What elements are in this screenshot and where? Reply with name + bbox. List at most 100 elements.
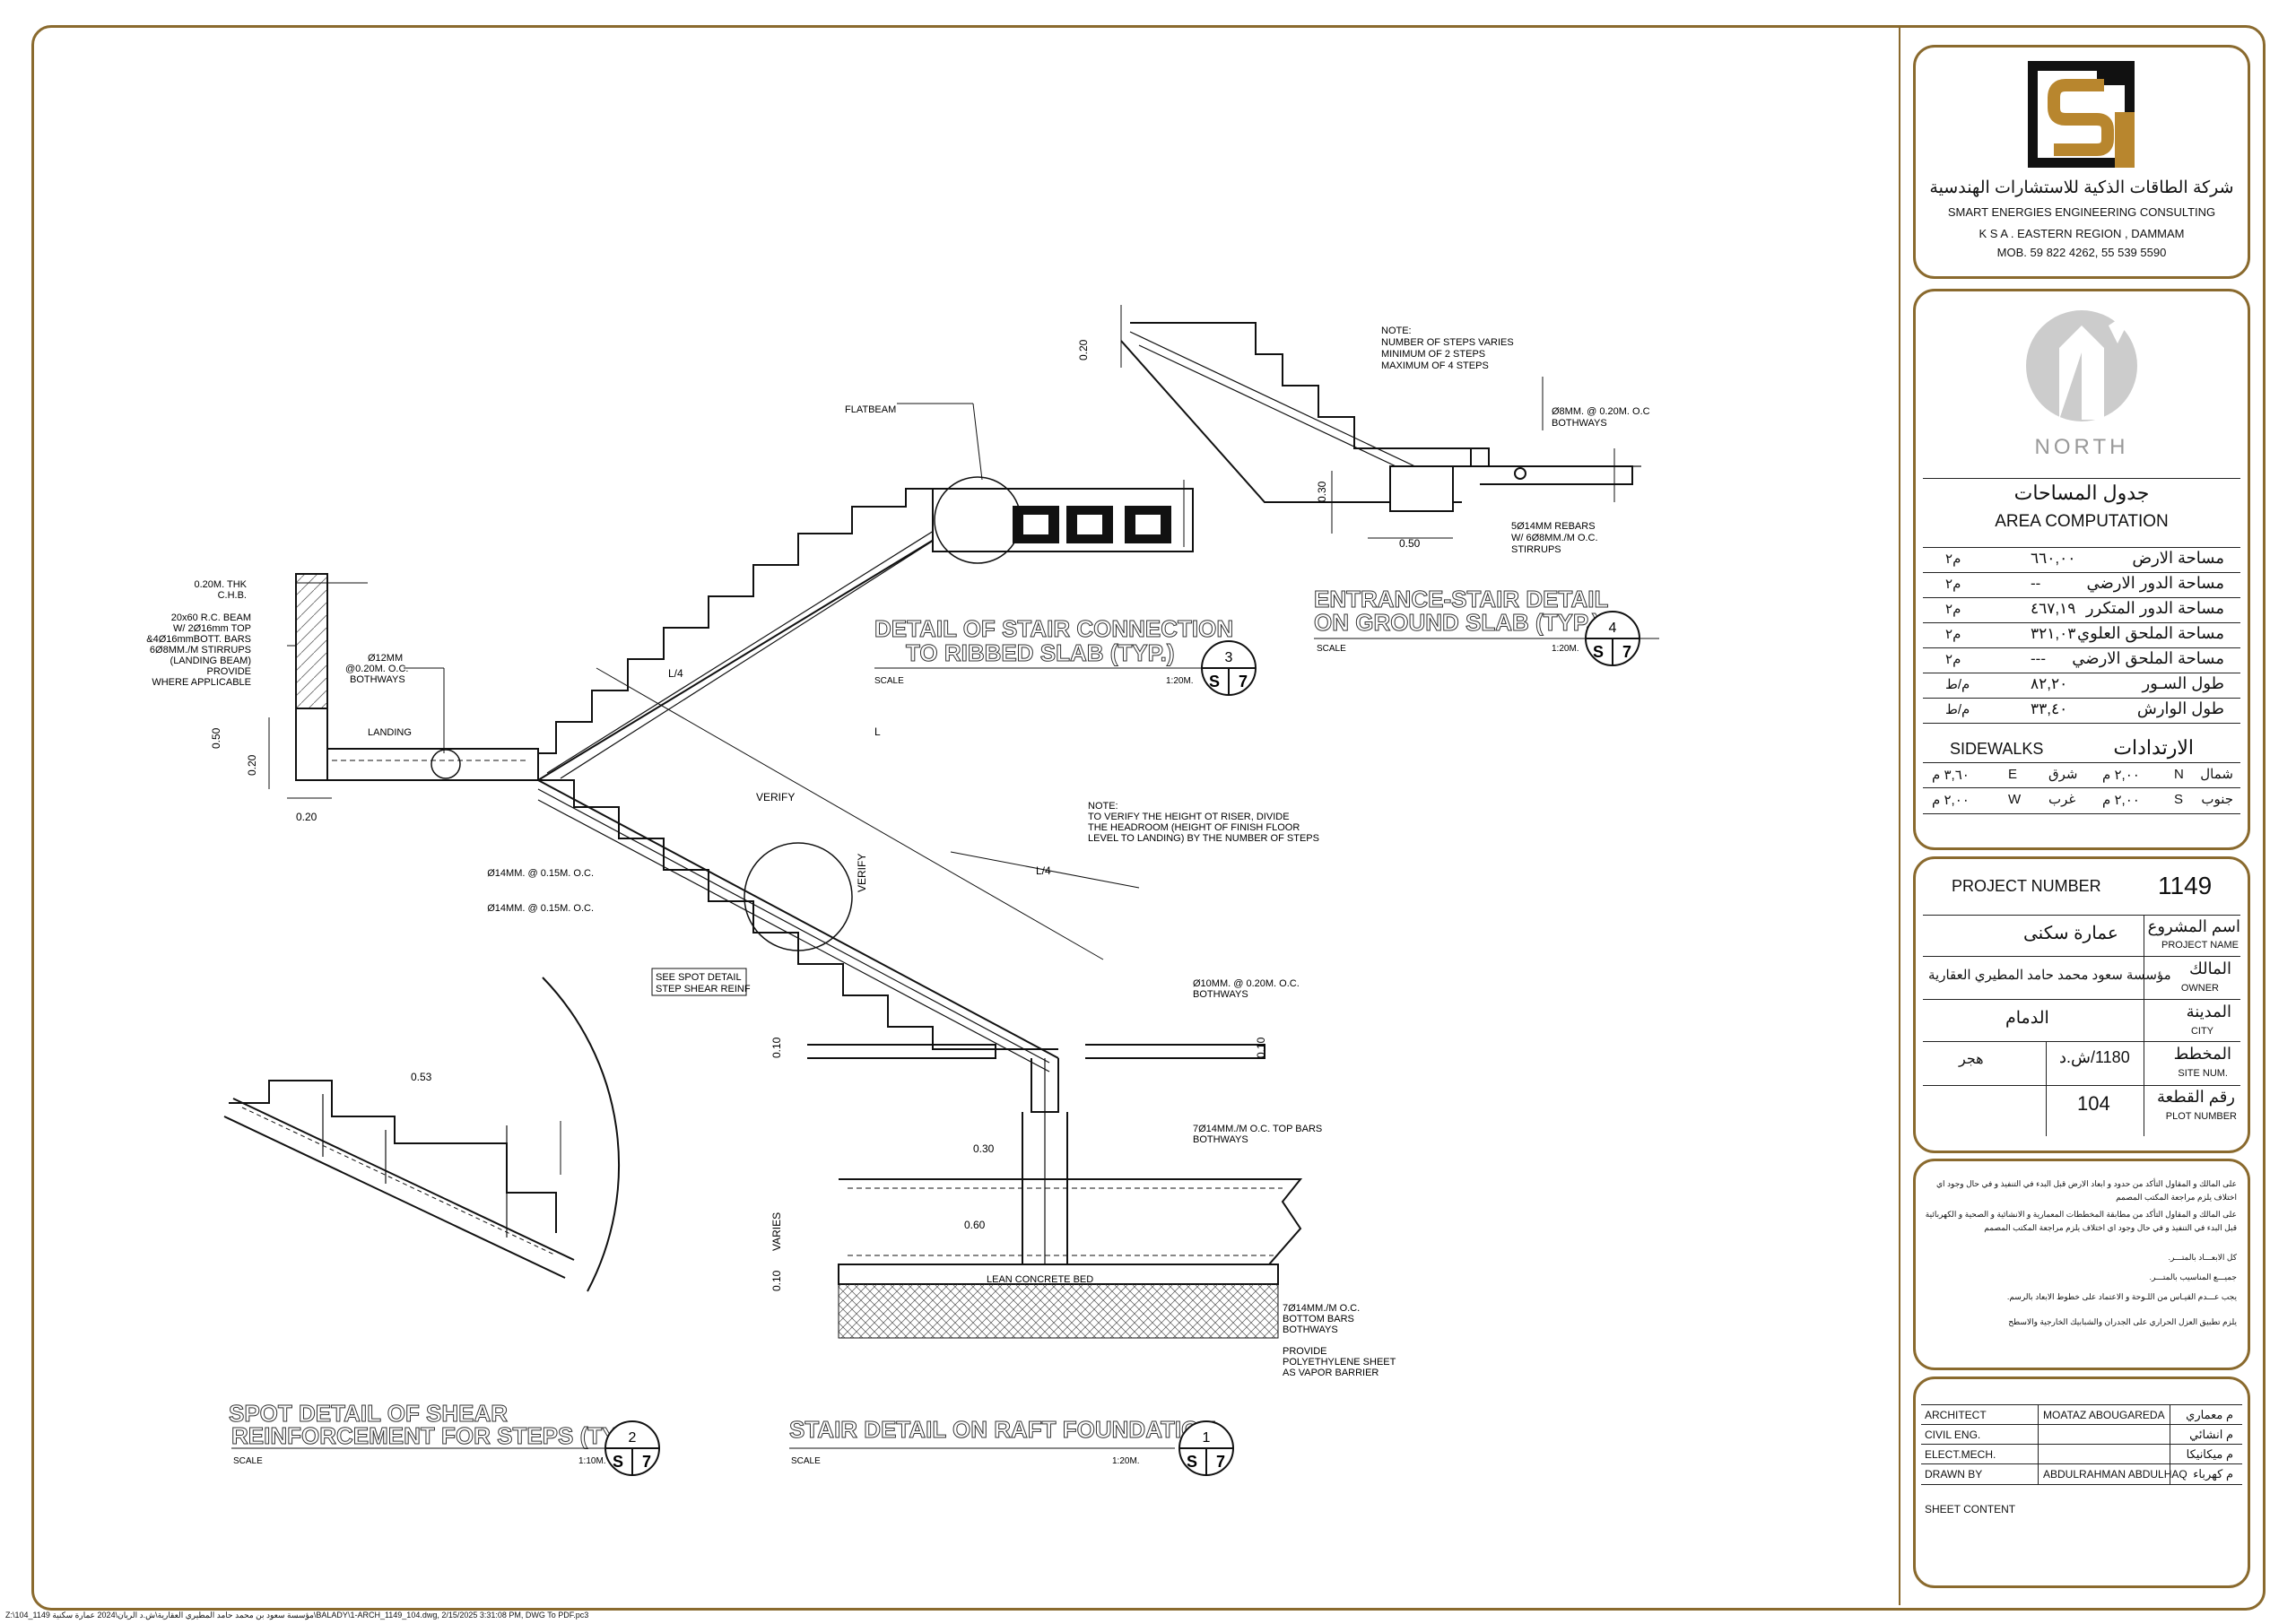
d4-dim-050: 0.50 bbox=[1399, 537, 1421, 550]
d4-bar-1: Ø8MM. @ 0.20M. O.C bbox=[1552, 406, 1650, 417]
sidewalk-dir-ar: شمال bbox=[2200, 767, 2233, 782]
drawing-area: NOTE: NUMBER OF STEPS VARIES MINIMUM OF … bbox=[146, 25, 1900, 1605]
d4-scale: 1:20M. bbox=[1552, 644, 1579, 654]
bar12-label-1: Ø12MM bbox=[368, 653, 403, 664]
area-row-value: ٣٢١,٠٣ bbox=[2031, 625, 2076, 642]
d4-rebar-2: W/ 6Ø8MM./M O.C. bbox=[1511, 533, 1598, 543]
area-row-unit: م/ط bbox=[1945, 702, 1970, 717]
d2-callout: 2 S 7 bbox=[604, 1420, 660, 1476]
poly-3: AS VAPOR BARRIER bbox=[1283, 1368, 1378, 1378]
plot-number: 104 bbox=[2077, 1092, 2110, 1115]
d3-title-1: DETAIL OF STAIR CONNECTION bbox=[874, 615, 1233, 642]
d3-title-2: TO RIBBED SLAB (TYP.) bbox=[906, 639, 1175, 666]
plot-label-en: PLOT NUMBER bbox=[2165, 1111, 2237, 1122]
note-item: على المالك و المقاول التأكد من مطابقة ال… bbox=[1925, 1210, 2237, 1232]
team-row: CIVIL ENG.م انشائي bbox=[1921, 1424, 2242, 1445]
poly-1: PROVIDE bbox=[1283, 1346, 1327, 1357]
team-role-en: ARCHITECT bbox=[1925, 1409, 1987, 1421]
note1-4: LEVEL TO LANDING) BY THE NUMBER OF STEPS bbox=[1088, 833, 1319, 844]
team-row: ELECT.MECH.م ميكانيكا bbox=[1921, 1444, 2242, 1464]
city: الدمام bbox=[2005, 1009, 2049, 1028]
d4-dim-030: 0.30 bbox=[1316, 481, 1328, 502]
d1-scale-label: SCALE bbox=[791, 1456, 821, 1466]
north-label: NORTH bbox=[2034, 435, 2129, 459]
d4-note-1: NOTE: bbox=[1381, 326, 1412, 336]
d3-scale: 1:20M. bbox=[1166, 676, 1194, 686]
beam-label-5: (LANDING BEAM) bbox=[170, 656, 251, 666]
team-member-name: MOATAZ ABOUGAREDA bbox=[2043, 1409, 2165, 1421]
plot-label-ar: رقم القطعة bbox=[2157, 1088, 2235, 1106]
team-role-ar: م انشائي bbox=[2189, 1428, 2233, 1441]
area-row-unit: م٢ bbox=[1945, 602, 1961, 617]
d4-rebar-3: STIRRUPS bbox=[1511, 544, 1561, 555]
area-row: م٢--مساحة الدور الارضي bbox=[1923, 572, 2240, 598]
d1-varies: VARIES bbox=[770, 1212, 783, 1251]
area-row-label: مساحة الارض bbox=[2132, 549, 2224, 567]
main-stair-drawing bbox=[295, 476, 1303, 1339]
sidewalks-ar: الارتدادات bbox=[2113, 736, 2194, 759]
verify-label-v: VERIFY bbox=[856, 854, 868, 892]
beam-label-2: W/ 2Ø16mm TOP bbox=[173, 623, 251, 634]
company-name-en: SMART ENERGIES ENGINEERING CONSULTING bbox=[1947, 205, 2216, 219]
area-row-unit: م٢ bbox=[1945, 577, 1961, 592]
d2-dim-053: 0.53 bbox=[411, 1071, 432, 1083]
site-label-ar: المخطط bbox=[2173, 1045, 2231, 1063]
sheet-border bbox=[31, 25, 2266, 1611]
detail-4-drawing bbox=[1120, 322, 1641, 539]
landing-label: LANDING bbox=[368, 727, 412, 738]
flatbeam-label: FLATBEAM bbox=[845, 404, 896, 415]
team-member-name: ABDULRAHMAN ABDULHAQ bbox=[2043, 1468, 2187, 1481]
area-row-value: -- bbox=[2031, 575, 2041, 592]
dim-020-bottom: 0.20 bbox=[296, 811, 317, 823]
company-mobile: MOB. 59 822 4262, 55 539 5590 bbox=[1996, 246, 2167, 259]
note1-3: THE HEADROOM (HEIGHT OF FINISH FLOOR bbox=[1088, 822, 1300, 833]
dim-050-left: 0.50 bbox=[210, 727, 222, 749]
note-item: يلزم تطبيق العزل الحراري على الجدران وال… bbox=[2008, 1317, 2237, 1326]
d4-note-4: MAXIMUM OF 4 STEPS bbox=[1381, 360, 1489, 371]
area-row-label: مساحة الملحق الارضي bbox=[2072, 649, 2224, 667]
sidewalk-dir-ar: غرب bbox=[2048, 792, 2076, 807]
bar14-label-1: Ø14MM. @ 0.15M. O.C. bbox=[487, 868, 594, 879]
d1-dim-060: 0.60 bbox=[964, 1219, 986, 1231]
d2-title-2: REINFORCEMENT FOR STEPS (TYP.) bbox=[231, 1422, 644, 1449]
team-role-ar: م ميكانيكا bbox=[2186, 1447, 2233, 1461]
sidewalk-val: ٢,٠٠ م bbox=[2102, 793, 2140, 808]
area-row-label: مساحة الدور المتكرر bbox=[2085, 599, 2224, 617]
bot-bars-1: 7Ø14MM./M O.C. bbox=[1283, 1303, 1360, 1314]
sidewalk-dir-ar: جنوب bbox=[2201, 792, 2233, 807]
area-row-value: --- bbox=[2031, 650, 2046, 667]
city-label-en: CITY bbox=[2190, 1026, 2213, 1037]
sidewalk-val: ٢,٠٠ م bbox=[2102, 768, 2140, 783]
d2-scale: 1:10M. bbox=[578, 1456, 606, 1466]
area-row-label: مساحة الملحق العلوي bbox=[2077, 624, 2224, 642]
area-row-value: ٤٦٧,١٩ bbox=[2031, 600, 2076, 617]
site-number: 1180/ش.د bbox=[2059, 1048, 2130, 1066]
d3-callout: 3 S 7 bbox=[1201, 640, 1257, 696]
svg-text:STEP SHEAR REINF: STEP SHEAR REINF bbox=[656, 984, 751, 994]
beam-label-3: &4Ø16mmBOTT. BARS bbox=[146, 634, 251, 645]
project-name: عمارة سكنى bbox=[2023, 924, 2118, 943]
sidewalk-dir: N bbox=[2174, 767, 2184, 782]
bot-bars-3: BOTHWAYS bbox=[1283, 1324, 1338, 1335]
area-row: م٢ ٤٦٧,١٩ مساحة الدور المتكرر bbox=[1923, 597, 2240, 623]
d1-callout: 1 S 7 bbox=[1178, 1420, 1234, 1476]
d4-note-2: NUMBER OF STEPS VARIES bbox=[1381, 337, 1514, 348]
d4-note-3: MINIMUM OF 2 STEPS bbox=[1381, 349, 1485, 360]
spot-detail-callout: SEE SPOT DETAIL STEP SHEAR REINF bbox=[651, 968, 751, 996]
beam-label-7: WHERE APPLICABLE bbox=[152, 677, 251, 688]
area-row-value: ٦٦٠,٠٠ bbox=[2031, 550, 2076, 567]
svg-text:S: S bbox=[1209, 673, 1220, 690]
sidewalk-dir: E bbox=[2008, 767, 2018, 782]
notes-block: على المالك و المقاول التأكد من حدود و اب… bbox=[1913, 1159, 2250, 1370]
svg-text:S: S bbox=[1593, 643, 1604, 661]
dim-020-left: 0.20 bbox=[246, 754, 258, 776]
d1-dim-010-right: 0.10 bbox=[1255, 1037, 1267, 1058]
poly-2: POLYETHYLENE SHEET bbox=[1283, 1357, 1396, 1368]
team-role-en: DRAWN BY bbox=[1925, 1468, 1983, 1481]
file-path-footer: Z:\104_مؤسسة سعود بن محمد حامد المطيري ا… bbox=[5, 1611, 589, 1620]
site-label-en: SITE NUM. bbox=[2178, 1068, 2228, 1079]
